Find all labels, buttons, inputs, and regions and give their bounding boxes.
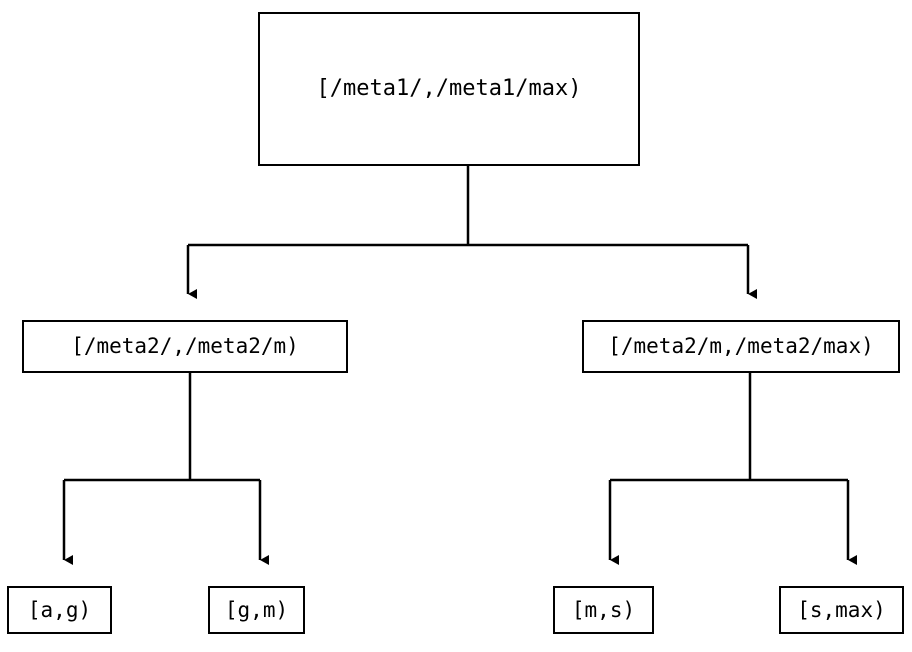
node-root-label: [/meta1/,/meta1/max)	[316, 76, 582, 101]
node-root[interactable]: [/meta1/,/meta1/max)	[258, 12, 640, 166]
node-mid-right[interactable]: [/meta2/m,/meta2/max)	[582, 320, 900, 373]
node-leaf-smax[interactable]: [s,max)	[779, 586, 904, 634]
node-leaf-ag-label: [a,g)	[27, 597, 92, 622]
edge-root-to-mid-group	[186, 166, 757, 299]
edge-mid-right-to-leaves-group	[608, 373, 857, 565]
node-leaf-smax-label: [s,max)	[797, 597, 886, 622]
edge-mid-left-to-leaves-group	[62, 373, 269, 565]
node-leaf-ag[interactable]: [a,g)	[7, 586, 112, 634]
node-mid-right-label: [/meta2/m,/meta2/max)	[608, 334, 874, 358]
node-mid-left-label: [/meta2/,/meta2/m)	[71, 334, 299, 358]
node-leaf-ms[interactable]: [m,s)	[553, 586, 654, 634]
node-mid-left[interactable]: [/meta2/,/meta2/m)	[22, 320, 348, 373]
node-leaf-gm[interactable]: [g,m)	[208, 586, 305, 634]
node-leaf-ms-label: [m,s)	[571, 597, 636, 622]
node-leaf-gm-label: [g,m)	[224, 597, 289, 622]
